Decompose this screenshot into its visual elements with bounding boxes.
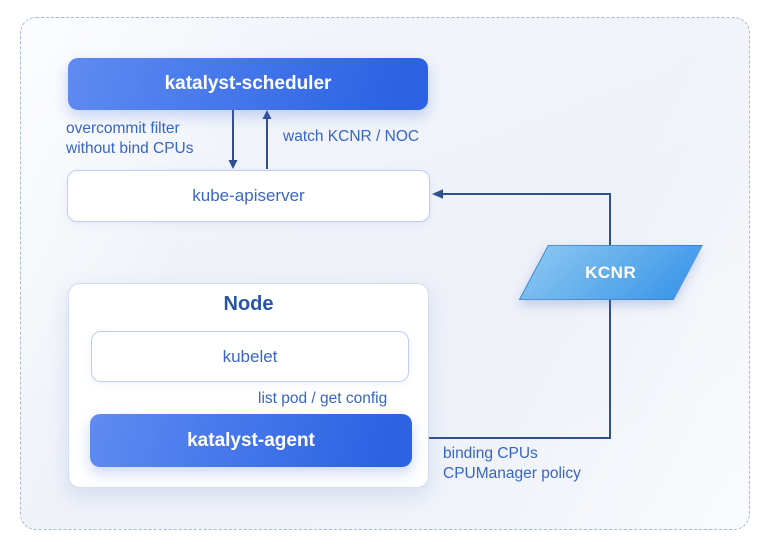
group-node: Node kubelet katalyst-agent	[68, 283, 429, 488]
edge-label-binding-cpus: binding CPUs CPUManager policy	[443, 445, 581, 482]
edge-label-overcommit-filter: overcommit filter without bind CPUs	[66, 120, 194, 157]
group-node-title: Node	[223, 293, 274, 315]
node-kcnr-parallelogram: KCNR	[518, 245, 703, 300]
node-kube-apiserver: kube-apiserver	[67, 170, 430, 222]
node-katalyst-agent: katalyst-agent	[90, 414, 412, 467]
arrowhead-left-icon	[432, 189, 443, 199]
node-katalyst-scheduler-label: katalyst-scheduler	[164, 73, 332, 94]
arrowhead-up-icon	[262, 110, 272, 119]
node-kcnr-label: KCNR	[585, 262, 637, 282]
node-kubelet-label: kubelet	[222, 346, 278, 366]
node-kubelet: kubelet	[91, 331, 409, 382]
edge-label-list-pod-get-config: list pod / get config	[258, 390, 388, 407]
edge-apiserver-to-scheduler	[262, 110, 272, 169]
node-katalyst-agent-label: katalyst-agent	[187, 429, 315, 451]
node-kube-apiserver-label: kube-apiserver	[192, 186, 305, 205]
edge-agent-to-apiserver-via-kcnr	[411, 189, 611, 439]
arrowhead-down-icon	[228, 160, 238, 169]
node-katalyst-scheduler: katalyst-scheduler	[68, 58, 428, 110]
edge-label-watch-kcnr-noc: watch KCNR / NOC	[283, 128, 420, 145]
edge-scheduler-to-apiserver	[228, 110, 238, 169]
